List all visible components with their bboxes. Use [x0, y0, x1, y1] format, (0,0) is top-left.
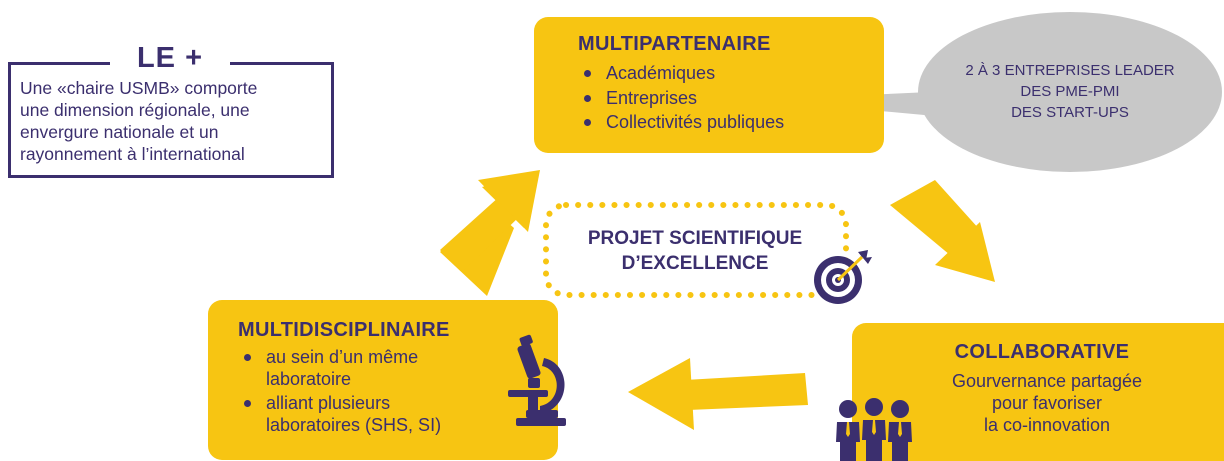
center-line: D’EXCELLENCE [621, 253, 769, 274]
list-item-line: alliant plusieurs [266, 393, 391, 413]
list-item: alliant plusieurs laboratoires (SHS, SI) [238, 392, 498, 436]
microscope-icon [508, 334, 566, 426]
bubble-text: 2 À 3 ENTREPRISES LEADER DES PME-PMI DES… [920, 60, 1220, 123]
list-item: Académiques [578, 61, 878, 86]
multidisciplinaire-title: MULTIDISCIPLINAIRE [238, 319, 450, 341]
collaborative-text: Gourvernance partagée pour favoriser la … [880, 370, 1214, 436]
le-plus-line: Une «chaire USMB» comporte [20, 78, 258, 98]
collaborative-line: la co-innovation [983, 415, 1111, 435]
collaborative-box [852, 323, 1224, 461]
arrow-up-right [440, 170, 540, 296]
arrow-down-right [890, 180, 995, 282]
multipartenaire-title: MULTIPARTENAIRE [578, 33, 771, 55]
center-dotted-frame [543, 202, 849, 298]
list-item-line: au sein d’un même [266, 347, 419, 367]
center-title: PROJET SCIENTIFIQUE D’EXCELLENCE [540, 226, 850, 276]
list-item: Collectivités publiques [578, 110, 878, 135]
bubble-line: DES PME-PMI [1020, 83, 1120, 100]
center-line: PROJET SCIENTIFIQUE [587, 228, 803, 249]
le-plus-line: envergure nationale et un [20, 122, 219, 142]
arrow-left [628, 358, 808, 430]
multidisciplinaire-box [208, 300, 558, 460]
multipartenaire-box [534, 17, 884, 153]
multipartenaire-list: Académiques Entreprises Collectivités pu… [578, 61, 878, 135]
collaborative-title: COLLABORATIVE [954, 341, 1130, 363]
le-plus-line: une dimension régionale, une [20, 100, 250, 120]
le-plus-line: rayonnement à l’international [20, 144, 245, 164]
le-plus-text: Une «chaire USMB» comporte une dimension… [20, 77, 325, 165]
people-icon [836, 398, 912, 461]
collaborative-line: pour favoriser [991, 393, 1103, 413]
le-plus-title: LE + [110, 40, 230, 76]
list-item: au sein d’un même laboratoire [238, 346, 498, 390]
list-item-line: laboratoires (SHS, SI) [266, 415, 442, 435]
bubble-line: DES START-UPS [1011, 104, 1129, 121]
collaborative-line: Gourvernance partagée [951, 371, 1143, 391]
bubble-line: 2 À 3 ENTREPRISES LEADER [965, 62, 1175, 79]
target-icon [814, 250, 872, 304]
list-item-line: laboratoire [266, 369, 352, 389]
multidisciplinaire-list: au sein d’un même laboratoire alliant pl… [238, 346, 498, 436]
list-item: Entreprises [578, 86, 878, 111]
